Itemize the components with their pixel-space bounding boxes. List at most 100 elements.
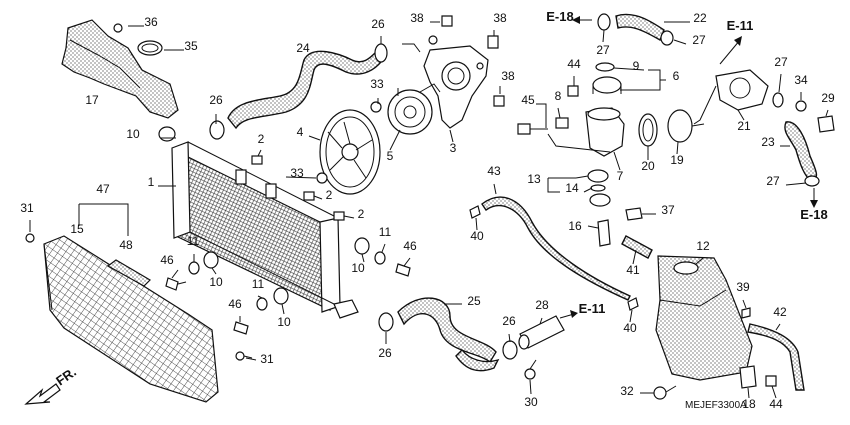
callout-c40b: 40 bbox=[623, 321, 637, 335]
bolt-46b bbox=[395, 263, 411, 277]
grommet-10a bbox=[158, 126, 176, 142]
callout-c5: 5 bbox=[387, 149, 394, 163]
fan-nut-33a bbox=[370, 101, 382, 113]
bolt-45 bbox=[517, 123, 548, 135]
callout-c46a: 46 bbox=[160, 253, 174, 267]
collar-11c bbox=[256, 297, 268, 311]
callout-c39: 39 bbox=[736, 280, 750, 294]
bracket-18 bbox=[739, 365, 757, 389]
collar-11b bbox=[374, 251, 386, 265]
callout-c32: 32 bbox=[620, 384, 634, 398]
callout-c19: 19 bbox=[670, 153, 684, 167]
reference-labels: E-18E-11E-18E-11 bbox=[546, 9, 827, 316]
callout-c6: 6 bbox=[673, 69, 680, 83]
front-direction-arrow: FR. bbox=[24, 364, 79, 405]
ref-label-e11a: E-11 bbox=[727, 18, 754, 33]
clip-2a bbox=[251, 155, 263, 165]
filler-neck-7 bbox=[585, 107, 625, 157]
callout-c10c: 10 bbox=[351, 261, 365, 275]
callout-c44a: 44 bbox=[567, 57, 581, 71]
callout-c26d: 26 bbox=[502, 314, 516, 328]
callout-c9: 9 bbox=[633, 59, 640, 73]
callout-c2a: 2 bbox=[258, 132, 265, 146]
hose-clamp-27a bbox=[597, 13, 611, 31]
callout-c13: 13 bbox=[527, 172, 541, 186]
o-ring-20 bbox=[638, 113, 658, 147]
temp-sensor-29 bbox=[817, 115, 835, 133]
bolt-30 bbox=[524, 359, 537, 380]
diagram-code: MEJEF3300A bbox=[685, 400, 747, 411]
reserve-tank-12 bbox=[655, 255, 753, 381]
callout-c12: 12 bbox=[696, 239, 710, 253]
callout-c36: 36 bbox=[144, 15, 158, 29]
clip-2c bbox=[333, 211, 345, 221]
callout-c18: 18 bbox=[742, 397, 756, 411]
bolt-38c bbox=[493, 95, 505, 107]
callout-c26a: 26 bbox=[371, 17, 385, 31]
radiator-shroud-bracket bbox=[61, 19, 179, 119]
hose-clamp-26a bbox=[374, 43, 388, 63]
callout-c44b: 44 bbox=[769, 397, 783, 411]
bolt-46a bbox=[165, 277, 187, 291]
callout-c34: 34 bbox=[794, 73, 808, 87]
ref-label-e18b: E-18 bbox=[800, 207, 827, 222]
callout-c2c: 2 bbox=[358, 207, 365, 221]
callout-c38c: 38 bbox=[501, 69, 515, 83]
bolt-31b bbox=[235, 351, 253, 361]
callout-c26c: 26 bbox=[378, 346, 392, 360]
callout-c45: 45 bbox=[521, 93, 535, 107]
callout-c21: 21 bbox=[737, 119, 751, 133]
ref-arrow-e11-bottom bbox=[559, 310, 578, 319]
bolt-44b bbox=[765, 375, 777, 387]
callout-c27d: 27 bbox=[766, 174, 780, 188]
hose-41 bbox=[621, 235, 653, 259]
cooling-fan bbox=[319, 109, 381, 195]
overflow-hose-43 bbox=[481, 196, 631, 301]
callout-c24: 24 bbox=[296, 41, 310, 55]
clamp-35 bbox=[137, 40, 163, 56]
gasket-14 bbox=[590, 184, 606, 192]
callout-c8: 8 bbox=[555, 89, 562, 103]
callout-c23: 23 bbox=[761, 135, 775, 149]
callout-c26b: 26 bbox=[209, 93, 223, 107]
bolt-38b bbox=[487, 35, 499, 49]
callout-c27a: 27 bbox=[596, 43, 610, 57]
bypass-hose-23 bbox=[784, 121, 818, 183]
callout-c25: 25 bbox=[467, 294, 481, 308]
reserve-cap-13 bbox=[587, 169, 609, 183]
callout-c22: 22 bbox=[693, 11, 707, 25]
callout-c10b: 10 bbox=[209, 275, 223, 289]
clip-40b bbox=[627, 297, 639, 311]
thermostat-19 bbox=[667, 109, 705, 143]
callout-c41: 41 bbox=[626, 263, 640, 277]
ref-label-e18a: E-18 bbox=[546, 9, 573, 24]
callout-c42: 42 bbox=[773, 305, 787, 319]
cap-gasket-9 bbox=[595, 62, 615, 72]
collar-11a bbox=[188, 261, 200, 275]
ref-label-e11b: E-11 bbox=[579, 301, 606, 316]
callout-c27b: 27 bbox=[692, 33, 706, 47]
callout-c47: 47 bbox=[96, 182, 110, 196]
grille-rubber-48 bbox=[106, 259, 151, 287]
bolt-46c bbox=[233, 321, 249, 335]
washer-34 bbox=[795, 100, 807, 112]
hose-22 bbox=[615, 13, 665, 42]
bolt-31a bbox=[25, 233, 35, 243]
hose-clamp-27b bbox=[660, 30, 674, 46]
callout-c16: 16 bbox=[568, 219, 582, 233]
ref-arrow-e18-right bbox=[810, 188, 818, 208]
callout-c20: 20 bbox=[641, 159, 655, 173]
callout-c38b: 38 bbox=[493, 11, 507, 25]
callout-c4: 4 bbox=[297, 125, 304, 139]
callout-c11c: 11 bbox=[252, 277, 265, 291]
callout-c15: 15 bbox=[70, 222, 84, 236]
callout-c30: 30 bbox=[524, 395, 538, 409]
hose-clamp-27d bbox=[804, 175, 820, 187]
leader-lines bbox=[29, 21, 829, 399]
callout-c46b: 46 bbox=[403, 239, 417, 253]
radiator-core bbox=[171, 141, 359, 319]
fan-motor-bracket bbox=[423, 35, 489, 129]
callout-c2b: 2 bbox=[326, 188, 333, 202]
bolt-32 bbox=[653, 385, 677, 400]
